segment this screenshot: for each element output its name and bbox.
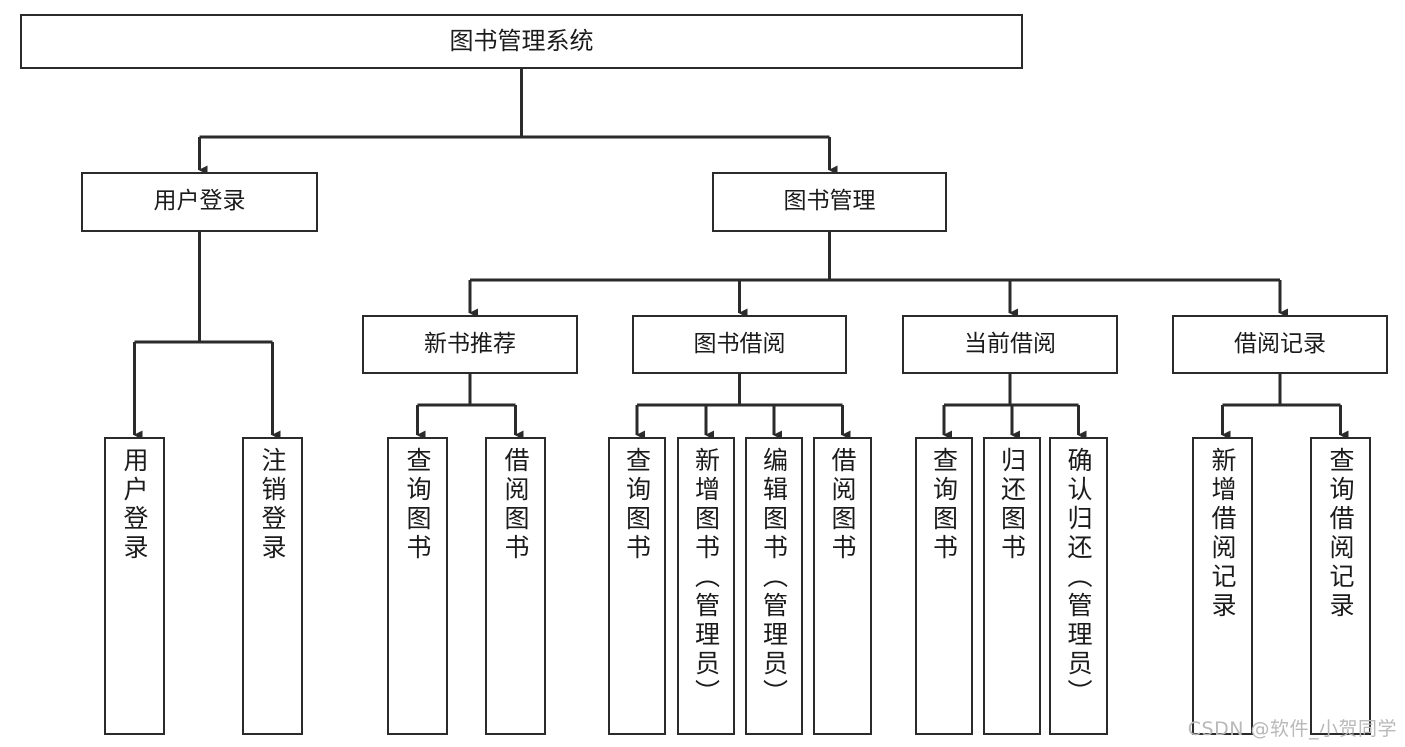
node-label-leaf-add-book: 新增图书（管理员） bbox=[691, 447, 721, 708]
node-label-leaf-query-book-3: 查询图书 bbox=[929, 447, 959, 563]
node-label-current-borrow: 当前借阅 bbox=[964, 330, 1056, 357]
node-label-new-book-rec: 新书推荐 bbox=[424, 330, 516, 357]
node-book-manage[interactable]: 图书管理 bbox=[712, 172, 947, 232]
node-label-leaf-query-book-1: 查询图书 bbox=[403, 447, 432, 563]
node-leaf-query-book-3[interactable]: 查询图书 bbox=[915, 437, 973, 735]
node-label-root: 图书管理系统 bbox=[449, 27, 594, 56]
node-label-leaf-return-book: 归还图书 bbox=[997, 447, 1027, 563]
node-leaf-add-record[interactable]: 新增借阅记录 bbox=[1192, 437, 1253, 735]
node-label-leaf-borrow-book-2: 借阅图书 bbox=[828, 447, 857, 563]
node-leaf-logout[interactable]: 注销登录 bbox=[242, 437, 303, 735]
node-borrow-record[interactable]: 借阅记录 bbox=[1172, 315, 1388, 374]
node-leaf-query-record[interactable]: 查询借阅记录 bbox=[1310, 437, 1371, 735]
node-current-borrow[interactable]: 当前借阅 bbox=[902, 315, 1118, 374]
node-label-leaf-user-login: 用户登录 bbox=[120, 447, 149, 563]
node-label-leaf-logout: 注销登录 bbox=[258, 447, 287, 563]
node-leaf-borrow-book-2[interactable]: 借阅图书 bbox=[813, 437, 872, 735]
node-leaf-query-book-2[interactable]: 查询图书 bbox=[608, 437, 666, 735]
node-new-book-rec[interactable]: 新书推荐 bbox=[362, 315, 578, 374]
node-label-leaf-query-record: 查询借阅记录 bbox=[1326, 447, 1355, 621]
node-user-login[interactable]: 用户登录 bbox=[81, 172, 318, 232]
node-leaf-borrow-book-1[interactable]: 借阅图书 bbox=[485, 437, 546, 735]
node-label-borrow-record: 借阅记录 bbox=[1234, 330, 1326, 357]
node-root[interactable]: 图书管理系统 bbox=[20, 14, 1023, 69]
node-leaf-user-login[interactable]: 用户登录 bbox=[104, 437, 165, 735]
node-label-leaf-add-record: 新增借阅记录 bbox=[1208, 447, 1237, 621]
node-leaf-query-book-1[interactable]: 查询图书 bbox=[387, 437, 448, 735]
node-label-leaf-borrow-book-1: 借阅图书 bbox=[501, 447, 530, 563]
node-label-leaf-confirm-return: 确认归还（管理员） bbox=[1064, 447, 1093, 708]
node-leaf-confirm-return[interactable]: 确认归还（管理员） bbox=[1049, 437, 1108, 735]
node-leaf-add-book[interactable]: 新增图书（管理员） bbox=[677, 437, 735, 735]
node-book-borrow[interactable]: 图书借阅 bbox=[632, 315, 847, 374]
node-label-book-borrow: 图书借阅 bbox=[693, 330, 786, 357]
node-label-book-manage: 图书管理 bbox=[783, 188, 876, 215]
node-label-leaf-query-book-2: 查询图书 bbox=[622, 447, 652, 563]
node-leaf-edit-book[interactable]: 编辑图书（管理员） bbox=[745, 437, 803, 735]
node-leaf-return-book[interactable]: 归还图书 bbox=[983, 437, 1041, 735]
node-label-user-login: 用户登录 bbox=[153, 188, 246, 215]
node-label-leaf-edit-book: 编辑图书（管理员） bbox=[759, 447, 789, 708]
